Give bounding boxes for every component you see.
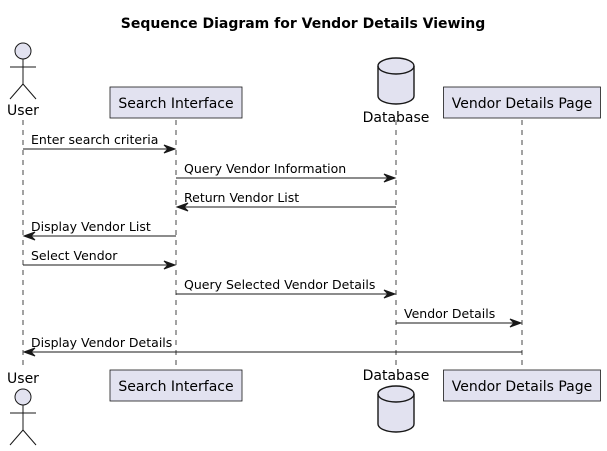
participant-rect	[443, 86, 601, 119]
participant-label-user-bottom: User	[7, 371, 39, 387]
participant-label-page-top: Vendor Details Page	[452, 96, 593, 112]
participant-label-search-top: Search Interface	[118, 96, 233, 112]
database-rim	[377, 65, 415, 75]
message-8: Display Vendor Details	[22, 335, 522, 357]
participant-label-page-bottom: Vendor Details Page	[452, 379, 593, 395]
database-rim	[377, 393, 415, 403]
actor-leg-left	[9, 429, 24, 446]
database-db-bottom: Database	[363, 368, 430, 433]
arrowhead-icon	[509, 318, 523, 328]
diagram-title: Sequence Diagram for Vendor Details View…	[121, 16, 486, 32]
participant-rect	[109, 369, 243, 402]
actor-user-top: User	[7, 42, 39, 119]
participant-box-search-bottom: Search Interface	[109, 369, 243, 402]
actor-leg-right	[22, 429, 37, 446]
message-2: Query Vendor Information	[176, 161, 397, 183]
participant-rect	[109, 86, 243, 119]
message-3: Return Vendor List	[175, 190, 396, 212]
message-label: Vendor Details	[404, 306, 495, 321]
lifelines	[22, 120, 523, 370]
arrowhead-icon	[175, 202, 189, 212]
arrowhead-icon	[163, 260, 177, 270]
message-label: Display Vendor Details	[31, 335, 172, 350]
message-1: Enter search criteria	[23, 132, 177, 154]
message-label: Query Vendor Information	[184, 161, 346, 176]
participant-label-user-top: User	[7, 103, 39, 119]
actor-head	[14, 388, 32, 406]
message-label: Select Vendor	[31, 248, 118, 263]
arrowhead-icon	[383, 289, 397, 299]
participant-box-search-top: Search Interface	[109, 86, 243, 119]
participant-rect	[443, 369, 601, 402]
participant-label-db-top: Database	[363, 110, 430, 126]
message-label: Query Selected Vendor Details	[184, 277, 375, 292]
participant-label-search-bottom: Search Interface	[118, 379, 233, 395]
participant-label-db-bottom: Database	[363, 368, 430, 384]
arrowhead-icon	[383, 173, 397, 183]
arrowhead-icon	[163, 144, 177, 154]
arrowhead-icon	[22, 347, 36, 357]
message-5: Select Vendor	[23, 248, 177, 270]
message-7: Vendor Details	[396, 306, 523, 328]
actor-head	[14, 42, 32, 60]
message-6: Query Selected Vendor Details	[176, 277, 397, 299]
database-cylinder-icon	[377, 57, 415, 105]
message-label: Display Vendor List	[31, 219, 151, 234]
actor-user-bottom: User	[7, 371, 39, 446]
message-label: Enter search criteria	[31, 132, 158, 147]
database-db-top: Database	[363, 57, 430, 126]
arrowhead-icon	[22, 231, 36, 241]
actor-leg-left	[9, 83, 24, 100]
message-4: Display Vendor List	[22, 219, 176, 241]
actor-leg-right	[22, 83, 37, 100]
participant-box-page-bottom: Vendor Details Page	[443, 369, 601, 402]
database-cylinder-icon	[377, 385, 415, 433]
message-label: Return Vendor List	[184, 190, 299, 205]
participant-box-page-top: Vendor Details Page	[443, 86, 601, 119]
